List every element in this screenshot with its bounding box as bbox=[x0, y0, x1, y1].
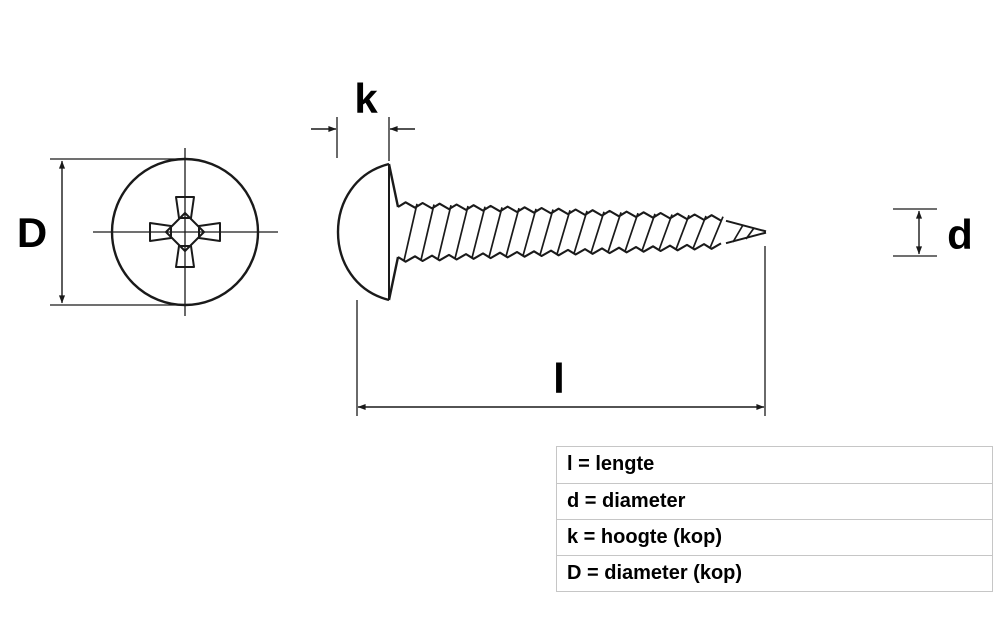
thread-line bbox=[420, 204, 435, 261]
thread-line bbox=[573, 210, 588, 254]
thread-line bbox=[522, 208, 537, 257]
side-view: k d l bbox=[311, 75, 973, 416]
thread-line bbox=[607, 212, 622, 253]
dimension-D: D bbox=[17, 158, 188, 306]
tip-thread-2 bbox=[745, 227, 755, 240]
legend-row-head-height: k = hoogte (kop) bbox=[557, 519, 992, 555]
thread-line bbox=[675, 214, 690, 250]
dimension-l: l bbox=[356, 246, 766, 416]
label-head-diameter: D bbox=[17, 209, 47, 256]
thread-line bbox=[692, 215, 707, 249]
thread-line bbox=[539, 209, 554, 256]
thread-line bbox=[437, 205, 452, 260]
front-view: D bbox=[17, 148, 278, 316]
thread-lines bbox=[403, 203, 724, 261]
thread-line bbox=[471, 206, 486, 259]
thread-line bbox=[505, 207, 520, 257]
thread-top-edge bbox=[397, 201, 722, 222]
legend-table: l = lengte d = diameter k = hoogte (kop)… bbox=[556, 446, 993, 592]
thread-line bbox=[590, 211, 605, 254]
phillips-arm-top bbox=[175, 196, 195, 219]
head-dome-arc bbox=[336, 162, 390, 302]
dimension-k: k bbox=[311, 75, 415, 161]
thread-bottom-edge bbox=[397, 242, 722, 263]
screw-tip bbox=[725, 219, 767, 245]
label-length: l bbox=[553, 355, 565, 402]
tip-top-edge bbox=[725, 219, 767, 233]
head-neck-top bbox=[387, 163, 400, 208]
phillips-center-diamond bbox=[165, 212, 205, 252]
thread-line bbox=[658, 214, 673, 251]
phillips-arm-bottom bbox=[175, 245, 195, 268]
screw-head bbox=[336, 162, 400, 302]
phillips-arm-right bbox=[198, 222, 221, 242]
thread-line bbox=[454, 205, 469, 259]
thread-line bbox=[709, 216, 724, 249]
thread-line bbox=[556, 209, 571, 255]
head-neck-bottom bbox=[387, 256, 400, 301]
label-shaft-diameter: d bbox=[947, 211, 973, 258]
thread-line bbox=[641, 213, 656, 252]
thread-line bbox=[624, 212, 639, 252]
thread-line bbox=[403, 203, 418, 261]
thread-line bbox=[488, 207, 503, 258]
phillips-arm-left bbox=[149, 222, 172, 242]
phillips-recess bbox=[149, 196, 221, 268]
legend-row-diameter: d = diameter bbox=[557, 483, 992, 519]
legend-row-length: l = lengte bbox=[567, 453, 655, 475]
label-head-height: k bbox=[354, 75, 378, 122]
dimension-d: d bbox=[893, 208, 973, 258]
tip-thread-1 bbox=[732, 224, 744, 243]
screw-shank bbox=[397, 201, 724, 263]
legend-row-head-diameter: D = diameter (kop) bbox=[557, 555, 992, 591]
